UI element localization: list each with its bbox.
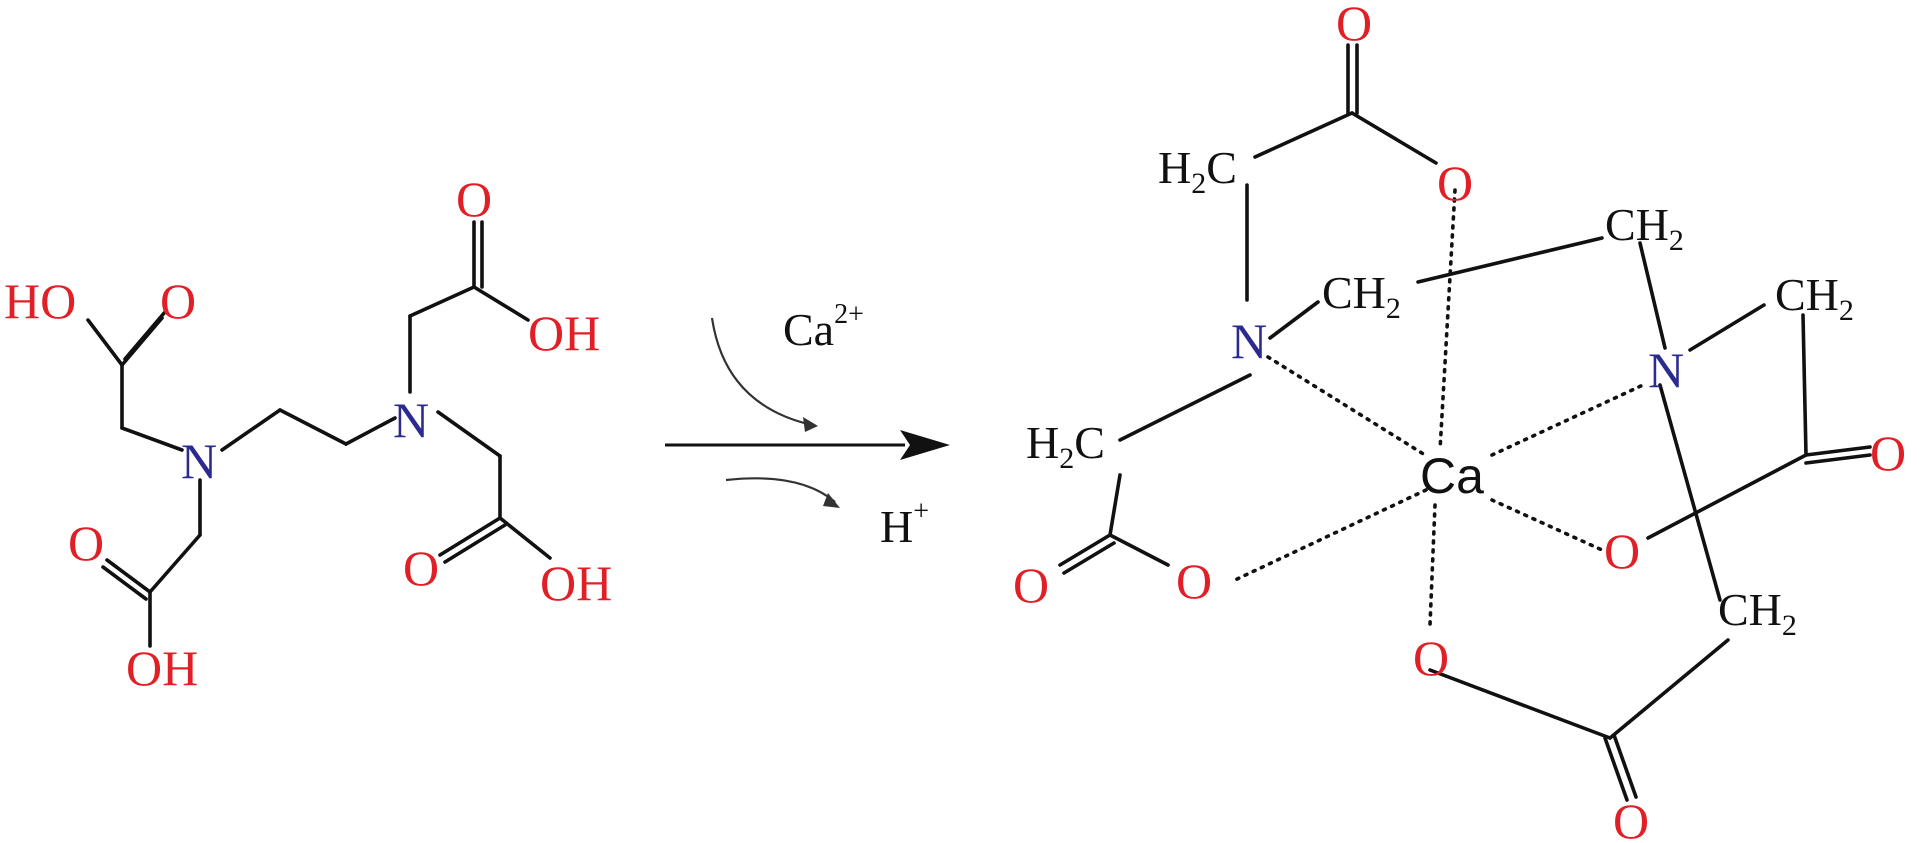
arrowhead-icon <box>900 430 950 460</box>
coordination-bond <box>1428 503 1437 627</box>
bond <box>344 416 397 446</box>
bond <box>1350 111 1438 165</box>
carbonyl-oxygen-label: O <box>403 540 439 596</box>
methylene-group-label: H2C <box>1158 142 1237 200</box>
bond <box>86 318 124 367</box>
bond <box>1428 668 1612 740</box>
bond <box>278 408 348 446</box>
methylene-group-label: CH2 <box>1775 269 1854 327</box>
bond <box>148 533 202 594</box>
bond <box>438 516 502 557</box>
methylene-group-label: CH2 <box>1718 584 1797 642</box>
methylene-group-label: H2C <box>1026 417 1105 475</box>
reaction-arrow-group: Ca2+ H+ <box>665 299 950 552</box>
coordinating-oxygen-label: O <box>1604 523 1640 579</box>
bond <box>220 408 282 452</box>
bond <box>472 285 530 322</box>
coordinating-oxygen-label: O <box>1437 155 1473 211</box>
bond <box>1253 111 1354 159</box>
bond <box>1638 241 1667 350</box>
coordinating-oxygen-label: O <box>1176 553 1212 609</box>
bond <box>101 565 148 601</box>
carbonyl-oxygen-label: O <box>456 171 492 227</box>
methylene-group-label: CH2 <box>1322 267 1401 325</box>
bond <box>1062 541 1116 575</box>
bond <box>1268 300 1320 340</box>
bond <box>1658 383 1722 602</box>
nitrogen-label: N <box>181 433 217 489</box>
coordination-bond <box>1438 188 1457 452</box>
bond <box>105 558 152 594</box>
carbonyl-oxygen-label: O <box>1336 0 1372 51</box>
bond <box>436 410 502 458</box>
bond <box>443 523 507 564</box>
ca-edta-complex: H2C CH2 CH2 CH2 H2C CH2 Ca N N O O O O O… <box>1013 0 1906 843</box>
proton-label: H+ <box>880 496 929 552</box>
edta-molecule: HO O N O OH O OH N O OH <box>4 171 612 696</box>
coordinating-oxygen-label: O <box>1413 630 1449 686</box>
bond <box>498 516 552 560</box>
bond <box>1608 638 1730 740</box>
nitrogen-label: N <box>1648 342 1684 398</box>
coordination-bond <box>1490 383 1645 457</box>
bond <box>1804 453 1872 465</box>
bond <box>1058 533 1112 567</box>
bond <box>1804 445 1872 457</box>
calcium-ion-label: Ca2+ <box>783 299 864 355</box>
nitrogen-label: N <box>393 392 429 448</box>
bond <box>1108 473 1122 537</box>
hydroxyl-label: OH <box>540 555 612 611</box>
bond <box>123 310 167 361</box>
bond <box>1416 236 1604 284</box>
bond <box>1801 313 1808 457</box>
bond <box>120 426 184 452</box>
curved-arrow-out <box>725 477 836 503</box>
carbonyl-oxygen-label: O <box>1613 793 1649 843</box>
nitrogen-label: N <box>1231 313 1267 369</box>
coordination-bond <box>1490 498 1604 552</box>
bond <box>1612 733 1638 799</box>
carbonyl-oxygen-label: O <box>68 515 104 571</box>
carbonyl-oxygen-label: O <box>1870 425 1906 481</box>
calcium-center-label: Ca <box>1420 448 1484 504</box>
hydroxyl-label: OH <box>126 640 198 696</box>
bond <box>1118 373 1252 442</box>
carbonyl-oxygen-label: O <box>160 273 196 329</box>
hydroxyl-label: OH <box>528 305 600 361</box>
bond <box>1603 736 1629 802</box>
carbonyl-oxygen-label: O <box>1013 557 1049 613</box>
arrowhead-icon <box>803 417 818 432</box>
coordination-bond <box>1233 488 1428 582</box>
bond <box>408 285 476 318</box>
methylene-group-label: CH2 <box>1605 199 1684 257</box>
arrowhead-icon <box>823 493 840 508</box>
curved-arrow-in <box>710 317 813 427</box>
hydroxyl-label: HO <box>4 273 76 329</box>
bond <box>1688 303 1766 352</box>
bond <box>1646 453 1808 540</box>
bond <box>1108 533 1170 567</box>
coordination-bond <box>1266 355 1427 457</box>
